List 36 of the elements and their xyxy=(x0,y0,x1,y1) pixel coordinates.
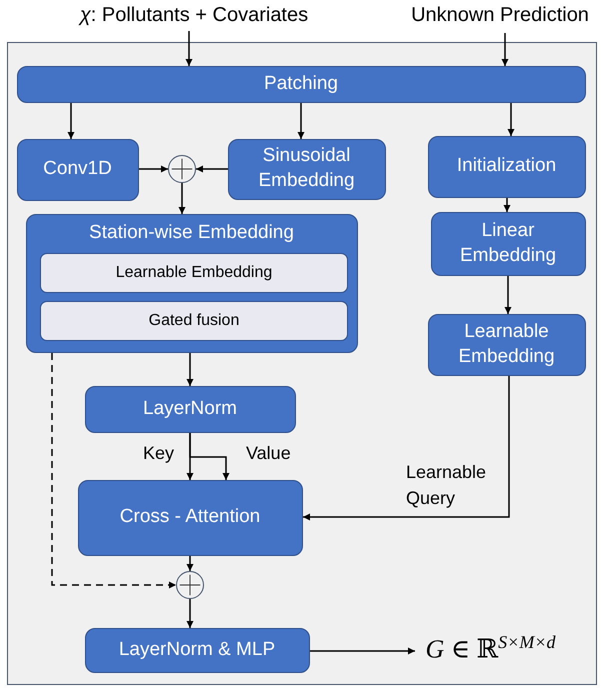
process-box xyxy=(26,214,358,352)
arrow xyxy=(186,556,194,571)
arrow xyxy=(139,166,168,172)
process-box: Initialization xyxy=(428,136,586,198)
arrow xyxy=(504,198,510,212)
arrow xyxy=(178,183,186,214)
process-box: Cross - Attention xyxy=(78,480,302,556)
arrow xyxy=(508,103,514,136)
process-box: Learnable Embedding xyxy=(428,314,586,376)
module-panel xyxy=(7,42,597,685)
output-label: G ∈ ℝ$^{S×M×d}$ xyxy=(414,628,566,670)
arrow xyxy=(502,33,508,66)
arrow xyxy=(186,353,194,386)
process-box: Linear Embedding xyxy=(430,212,586,276)
arrow xyxy=(298,103,304,139)
sum-junction xyxy=(168,154,196,182)
process-box: Conv1D xyxy=(16,138,138,200)
process-box: Learnable Embedding xyxy=(40,253,348,293)
process-box: LayerNorm & MLP xyxy=(84,628,310,672)
input-label: χ: Pollutants + Covariates xyxy=(65,2,323,29)
arrow xyxy=(504,276,512,314)
arrow xyxy=(68,103,74,139)
process-box: LayerNorm xyxy=(84,386,296,432)
arrow xyxy=(51,353,176,588)
process-box: Sinusoidal Embedding xyxy=(228,138,386,200)
process-box: Gated fusion xyxy=(40,301,348,341)
sum-junction xyxy=(176,570,204,598)
arrow xyxy=(186,31,192,66)
arrow xyxy=(303,376,510,520)
arrow xyxy=(196,166,228,172)
process-box: Patching xyxy=(16,66,586,102)
arrow xyxy=(186,599,194,628)
arrow xyxy=(189,433,230,480)
arrow xyxy=(310,648,415,654)
box-heading: Station-wise Embedding xyxy=(88,220,295,244)
input-label: Unknown Prediction xyxy=(397,2,603,29)
